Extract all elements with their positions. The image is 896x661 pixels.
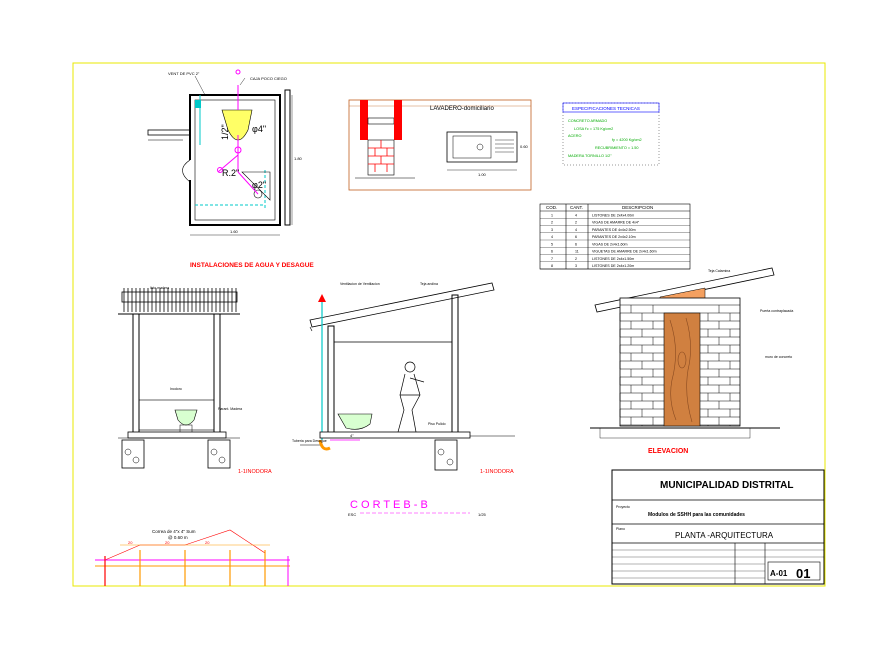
section-bb-caption: C O R T E B - B bbox=[350, 499, 428, 511]
table-cell: 11 bbox=[575, 250, 579, 254]
specifications-box: ESPECIFICACIONES TECNICAS CONCRETO ARMAD… bbox=[562, 102, 660, 166]
title-project: Modulos de SSHH para las comunidades bbox=[648, 512, 745, 518]
section-bb-label-floor: Piso Pulido bbox=[428, 422, 446, 426]
table-cell: 2 bbox=[575, 221, 577, 225]
sheet-frame bbox=[72, 62, 826, 587]
person-figure bbox=[397, 361, 425, 433]
table-cell: 6 bbox=[575, 242, 577, 246]
framing-dim-1: 20 bbox=[165, 540, 170, 545]
table-header-cant: CANT. bbox=[570, 205, 583, 210]
washbasin-plan bbox=[241, 171, 271, 201]
specs-line-0: CONCRETO ARMADO bbox=[568, 119, 607, 123]
table-header-desc: DESCRIPCION bbox=[622, 205, 653, 210]
plan-dim-bottom: 1.60 bbox=[230, 229, 239, 234]
section-front-label-right: Parant. Madera bbox=[218, 407, 242, 411]
washbasin-detail: LAVADERO-domiciliario 1.00 0.60 bbox=[348, 99, 532, 191]
title-block: MUNICIPALIDAD DISTRITAL Proyecto Modulos… bbox=[611, 469, 825, 585]
plan-title: INSTALACIONES DE AGUA Y DESAGUE bbox=[190, 262, 314, 269]
section-bb: Ventilacion de Ventilacion Teja andina P… bbox=[292, 282, 515, 517]
table-cell: 7 bbox=[551, 257, 553, 261]
table-cell: VIGAS DE AMARRE DE 4x4" bbox=[592, 221, 640, 225]
table-cell: 8 bbox=[551, 264, 553, 268]
plan-pipe-4: φ4" bbox=[252, 124, 266, 134]
framing-dim-2: 20 bbox=[205, 540, 210, 545]
section-front-caption: 1-1INODORA bbox=[238, 469, 272, 475]
section-bb-label-vent: Ventilacion de Ventilacion bbox=[340, 282, 380, 286]
washbasin-dim-length: 1.00 bbox=[478, 172, 487, 177]
toilet-side bbox=[337, 413, 373, 430]
table-cell: 6 bbox=[551, 250, 553, 254]
table-cell: 2 bbox=[575, 257, 577, 261]
table-header-cod: COD. bbox=[546, 205, 557, 210]
plan-inner-wall bbox=[194, 99, 276, 221]
table-cell: LISTONES DE 2x4x1.20m bbox=[592, 264, 634, 268]
plan-callout-drain: CAJA POCO CIEGO bbox=[250, 76, 287, 81]
table-cell: 4 bbox=[551, 235, 553, 239]
title-sheet-code: A-01 bbox=[770, 569, 788, 578]
section-bb-label-drain: Tuberia para Desague bbox=[292, 439, 327, 443]
plan-callout-vent: VENT DE PVC 2" bbox=[168, 71, 200, 76]
plan-pipe-2: φ2" bbox=[252, 180, 266, 190]
title-municipality: MUNICIPALIDAD DISTRITAL bbox=[660, 480, 794, 491]
washbasin-frame bbox=[348, 99, 532, 191]
table-cell: VIGUETAS DE AMARRE DE 2x4x1.60m bbox=[592, 250, 657, 254]
table-cell: 4 bbox=[575, 213, 577, 217]
elevation-label-roof: Teja Calamina bbox=[708, 269, 730, 273]
plan-dim-right: 1.80 bbox=[294, 156, 303, 161]
framing-label-2: @ 0.60 m bbox=[168, 535, 188, 540]
specs-line-4: RECUBRIMIENTO = 1.50 bbox=[595, 146, 639, 150]
elevation-caption: ELEVACION bbox=[648, 448, 688, 455]
table-cell: PARANTES DE 2x4x2.10m bbox=[592, 235, 636, 239]
washbasin-title: LAVADERO-domiciliario bbox=[430, 106, 494, 112]
section-bb-roof bbox=[309, 282, 495, 328]
table-cell: 1 bbox=[551, 213, 553, 217]
elevation-view: Teja Calamina Puerta contraplacada muro … bbox=[590, 267, 793, 455]
title-sheet-number: 01 bbox=[796, 566, 810, 581]
title-project-label: Proyecto bbox=[616, 505, 630, 509]
table-cell: LISTONES DE 2x4x4.00m bbox=[592, 213, 634, 217]
specs-line-3: fy = 4200 Kg/cm2 bbox=[612, 138, 642, 142]
section-front-label-seat: Inodoro bbox=[170, 387, 182, 391]
elevation-label-wall: muro de concreto bbox=[765, 355, 792, 359]
plan-side-wall bbox=[284, 89, 291, 226]
toilet-front bbox=[174, 409, 198, 426]
section-bb-label-roof: Teja andina bbox=[420, 282, 438, 286]
specs-line-5: MADERA TORNILLO 1/2" bbox=[568, 154, 612, 158]
table-cell: 3 bbox=[551, 228, 553, 232]
title-plan: PLANTA -ARQUITECTURA bbox=[675, 531, 774, 540]
section-bb-scale-left: ESC bbox=[348, 512, 356, 517]
table-cell: 2 bbox=[551, 221, 553, 225]
section-front: listo madera Inodoro Parant. Madera 1-1I… bbox=[118, 286, 272, 475]
plan-pipe-half: 1/2" bbox=[220, 124, 230, 140]
section-bb-pipe-size: 4" bbox=[350, 433, 354, 438]
table-cell: 6 bbox=[575, 235, 577, 239]
specs-line-2: ACERO bbox=[568, 134, 582, 138]
roof-framing-detail: Correa de 4"x 4" Sum @ 0.60 m 20 20 20 bbox=[95, 529, 290, 586]
section-front-label-top: listo madera bbox=[150, 286, 169, 290]
specs-line-1: LOSA f'c = 175 Kg/cm2 bbox=[574, 127, 613, 131]
plan-pipe-r2: R.2" bbox=[222, 168, 239, 178]
table-cell: VIGAS DE 2x4x1.60m bbox=[592, 242, 628, 246]
washbasin-dim-width: 0.60 bbox=[520, 144, 529, 149]
title-plan-label: Plano bbox=[616, 527, 625, 531]
table-cell: 4 bbox=[575, 228, 577, 232]
table-cell: 3 bbox=[575, 264, 577, 268]
framing-label-1: Correa de 4"x 4" Sum bbox=[152, 529, 196, 534]
specs-title: ESPECIFICACIONES TECNICAS bbox=[572, 106, 640, 111]
section-bb-caption-right: 1-1INODORA bbox=[480, 469, 514, 475]
plan-view: VENT DE PVC 2" CAJA POCO CIEGO 1/2" φ4" … bbox=[147, 69, 314, 269]
section-bb-scale-right: 1/25 bbox=[478, 512, 487, 517]
elevation-label-door: Puerta contraplacada bbox=[760, 309, 793, 313]
table-cell: LISTONES DE 2x4x1.50m bbox=[592, 257, 634, 261]
framing-dim-0: 20 bbox=[128, 540, 133, 545]
elevation-door bbox=[663, 312, 701, 427]
table-cell: PARANTES DE 4x4x2.50m bbox=[592, 228, 636, 232]
toilet-bowl-plan bbox=[221, 109, 253, 141]
table-cell: 5 bbox=[551, 242, 553, 246]
